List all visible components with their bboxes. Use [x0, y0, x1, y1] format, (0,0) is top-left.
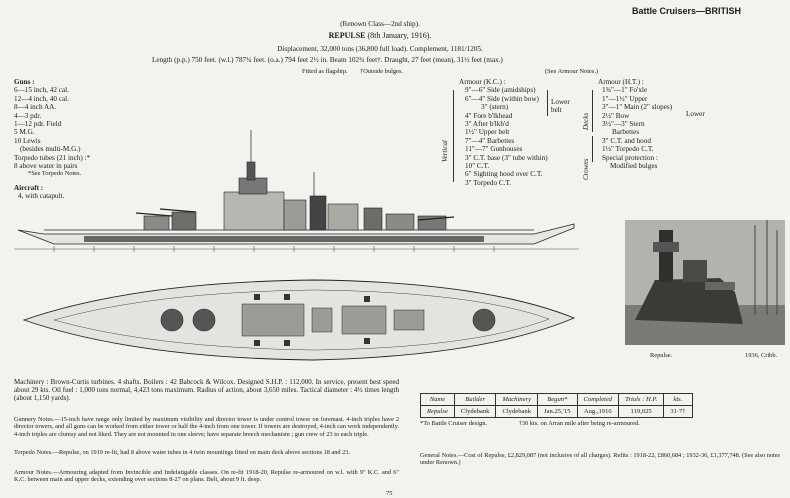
guns-footnote: *See Torpedo Notes.: [28, 170, 82, 178]
armour-kc-line: 3" (stern): [481, 103, 509, 112]
armour-ht-line: 1½" Torpedo C.T.: [602, 145, 654, 154]
torpedo-notes: Torpedo Notes.—Repulse, on 1919 re-fit, …: [14, 449, 351, 456]
armour-kc-line: 7"—4" Barbettes: [465, 136, 515, 145]
guns-line: (besides multi-M.G.): [20, 145, 81, 154]
trials-table: Name Builder Machinery Begun* Completed …: [420, 393, 693, 418]
ship-title-line: REPULSE (8th January, 1916).: [250, 31, 510, 41]
guns-line: 4—3 pdr.: [14, 111, 42, 120]
armour-ht-line: 3"—1" Main (2" slopes): [602, 103, 673, 112]
displacement-line: Displacement, 32,000 tons (36,800 full l…: [277, 45, 483, 53]
col-header: Completed: [576, 393, 620, 406]
table-cell: Repulse: [420, 405, 455, 418]
armour-ht-block: Armour (H.T.) : Decks Crowns 1¾"—1" Fo'x…: [582, 78, 714, 198]
trials-table-block: Name Builder Machinery Begun* Completed …: [420, 393, 693, 428]
photo-caption-left: Repulse.: [650, 352, 673, 359]
armour-kc-line: 3" Torpedo C.T.: [465, 178, 512, 187]
armour-ht-line: 1¾"—1" Fo'xle: [602, 86, 648, 95]
table-cell: Clydebank: [453, 405, 497, 418]
ship-profile-drawing: [14, 130, 579, 252]
guns-line: 10 Lewis: [14, 136, 41, 145]
guns-line: 6—15 inch, 42 cal.: [14, 86, 69, 95]
col-header: Builder: [453, 393, 497, 406]
ship-plan-drawing: [22, 279, 576, 361]
guns-line: 8—4 inch AA.: [14, 103, 57, 112]
trials-header-row: Name Builder Machinery Begun* Completed …: [420, 393, 693, 406]
armour-kc-line: 10" C.T.: [465, 162, 490, 171]
crowns-brace: [592, 136, 593, 162]
armour-ht-line: 3½"—3" Stern: [602, 120, 645, 129]
armour-kc-line: 6"—4" Side (within bow): [465, 94, 539, 103]
bulges-note: †Outside bulges.: [360, 68, 403, 75]
ship-photo-image: [625, 220, 785, 345]
aircraft-title: Aircraft :: [14, 184, 44, 192]
table-cell: Jan.25,'15: [537, 405, 578, 418]
gunnery-notes: Gunnery Notes.—15-inch have range only l…: [14, 416, 399, 438]
armour-ht-line: 1"—1½" Upper: [602, 94, 648, 103]
guns-line: 12—4 inch, 40 cal.: [14, 94, 69, 103]
fitted-note: Fitted as flagship.: [302, 68, 348, 75]
armour-kc-line: 9"—6" Side (amidships): [465, 86, 536, 95]
running-title: Battle Cruisers—BRITISH: [632, 6, 742, 16]
col-header: Machinery: [495, 393, 539, 406]
aircraft-block: Aircraft : 4, with catapult.: [14, 184, 64, 201]
guns-line: 5 M.G.: [14, 128, 35, 137]
armour-ht-line: Barbettes: [612, 128, 640, 137]
aircraft-line: 4, with catapult.: [18, 192, 65, 201]
ship-photo: [625, 220, 785, 345]
armour-kc-line: 3" C.T. base (3" tube within): [465, 153, 548, 162]
guns-title: Guns :: [14, 78, 35, 86]
photo-caption-right: 1936, Cribb.: [745, 352, 778, 359]
armour-kc-line: 3" After b'lkh'd: [465, 120, 509, 129]
armour-ht-line: 2½" Bow: [602, 111, 630, 120]
vertical-brace: [453, 90, 454, 182]
col-header: Name: [420, 393, 455, 406]
table-cell: Clydebank: [495, 405, 539, 418]
guns-line: 1—12 pdr. Field: [14, 120, 62, 129]
armour-ht-line: Modified bulges: [610, 162, 658, 171]
launch-date: (8th January, 1916).: [367, 31, 432, 40]
table-row: Repulse Clydebank Clydebank Jan.25,'15 A…: [420, 405, 693, 418]
guns-block: Guns : 6—15 inch, 42 cal. 12—4 inch, 40 …: [14, 78, 90, 178]
armour-kc-title: Armour (K.C.) :: [459, 78, 506, 86]
lower-belt-label: Lower belt: [551, 98, 570, 115]
table-cell: Aug.,1916: [576, 405, 620, 418]
armour-kc-line: 6" Sighting hood over C.T.: [465, 170, 543, 179]
table-cell: 119,025: [618, 405, 665, 418]
armour-kc-line: 11"—7" Gunhouses: [465, 145, 523, 154]
dimensions-line: Length (p.p.) 750 feet. (w.l.) 787¾ feet…: [152, 56, 503, 64]
machinery-text: Machinery : Brown-Curtis turbines. 4 sha…: [14, 378, 399, 403]
guns-line: Torpedo tubes (21 inch) :*: [14, 153, 91, 162]
lower-belt-brace: [543, 90, 548, 116]
col-header: kts.: [663, 393, 693, 406]
trials-foot-right: †30 kts. on Arran mile after being re-ar…: [518, 420, 640, 427]
lower-deck-label: Lower: [686, 110, 705, 118]
see-armour-notes: (See Armour Notes.): [545, 68, 599, 75]
armour-ht-line: 3" C.T. and hood: [602, 136, 651, 145]
general-notes: General Notes.—Cost of Repulse, £2,829,0…: [420, 452, 780, 467]
armour-kc-line: 1½" Upper belt: [465, 128, 510, 137]
col-header: Begun*: [537, 393, 578, 406]
trials-footnotes: *To Battle Cruiser design. †30 kts. on A…: [420, 420, 693, 428]
armour-notes: Armour Notes.—Armouring adapted from Inv…: [14, 469, 399, 484]
trials-foot-left: *To Battle Cruiser design.: [420, 420, 487, 427]
col-header: Trials : H.P.: [618, 393, 665, 406]
decks-brace: [592, 90, 593, 132]
ship-name: REPULSE: [328, 31, 366, 40]
guns-line: 8 above water in pairs: [14, 162, 78, 171]
armour-kc-block: Armour (K.C.) : Vertical 9"—6" Side (ami…: [441, 78, 590, 196]
armour-kc-line: 4" Fore b'lkhead: [465, 111, 513, 120]
table-cell: 31·7†: [663, 405, 693, 418]
armour-ht-title: Armour (H.T.) :: [598, 78, 644, 86]
class-line: (Renown Class—2nd ship).: [340, 20, 420, 28]
page-number: 75: [386, 490, 393, 497]
armour-ht-line: Special protection :: [602, 153, 658, 162]
